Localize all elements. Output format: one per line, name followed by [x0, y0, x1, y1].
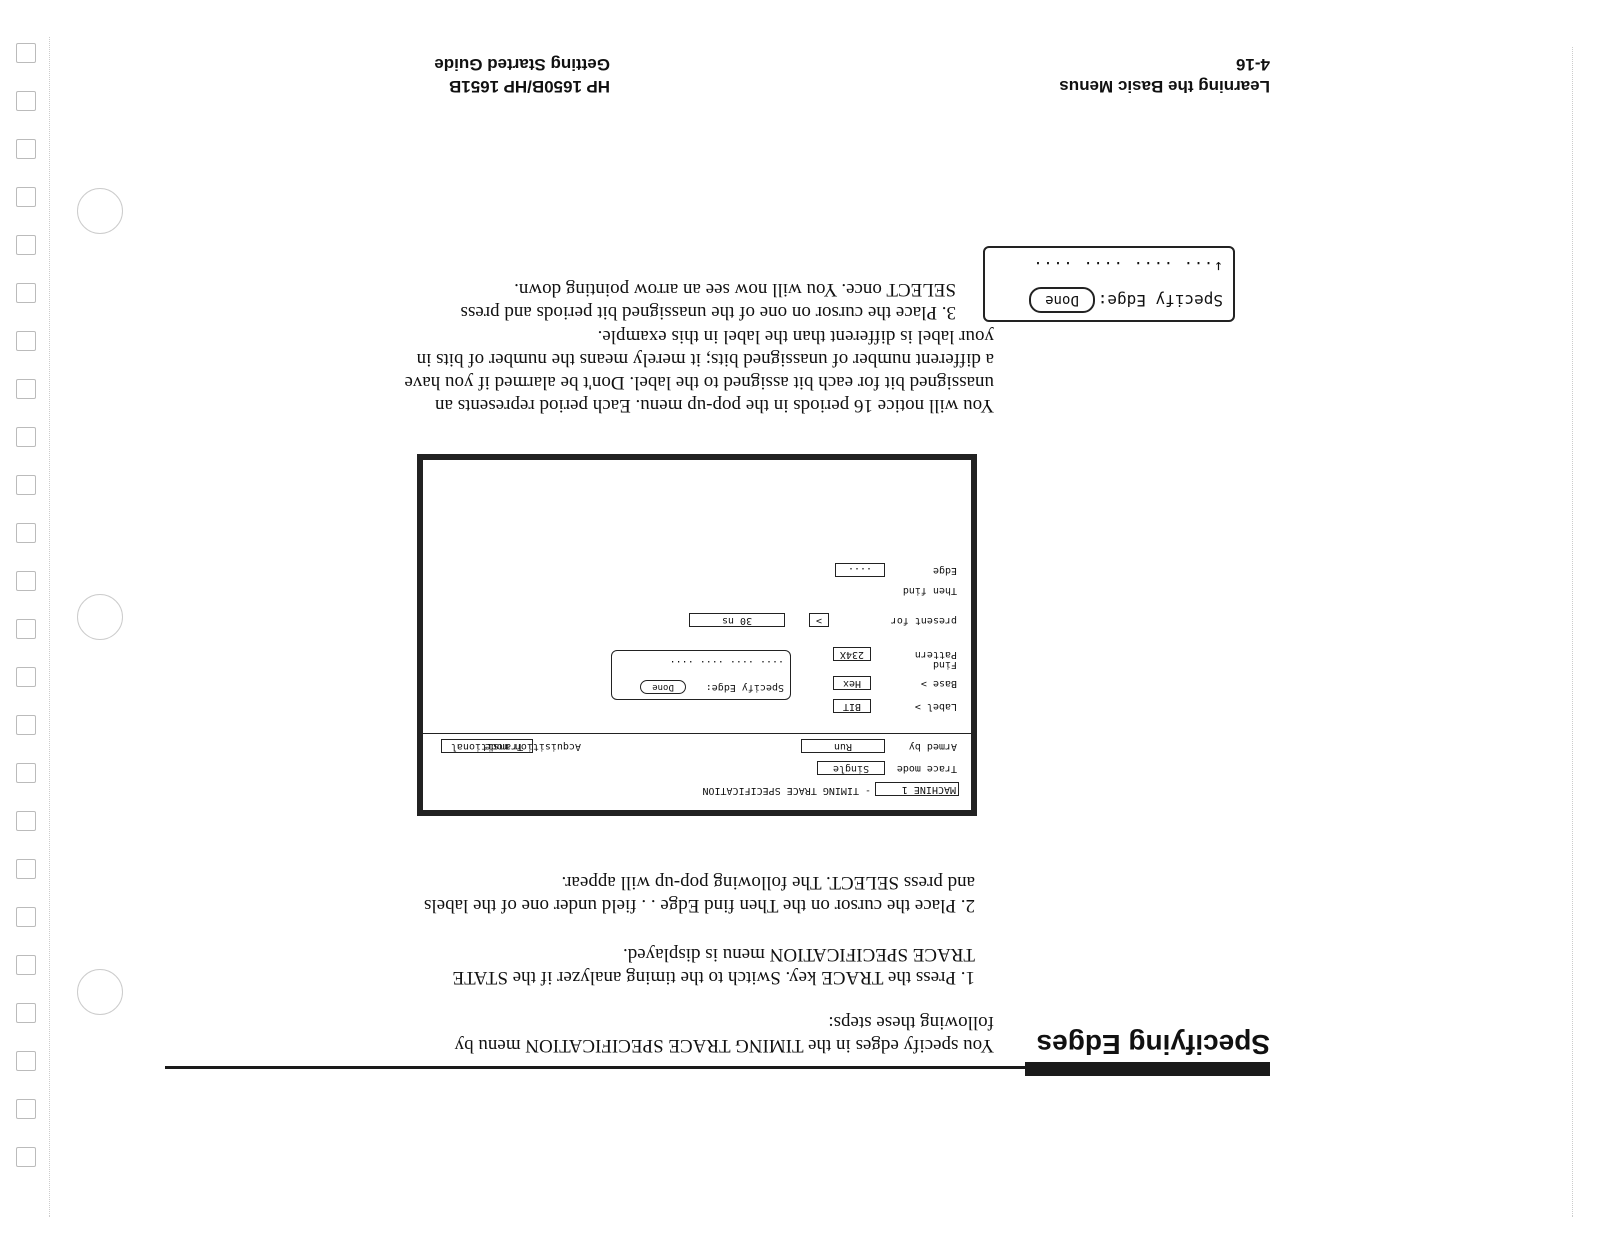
feed-hole [16, 379, 36, 399]
armed-by-label: Armed by [908, 741, 957, 752]
trace-mode-field[interactable]: Single [817, 761, 885, 775]
popup-label: Specify Edge: [1097, 291, 1223, 310]
edge-label: Edge [932, 565, 957, 576]
feed-hole [16, 859, 36, 879]
perforated-margin [8, 0, 78, 1237]
timing-trace-screen: MACHINE 1 - TIMING TRACE SPECIFICATION T… [417, 454, 977, 816]
pattern-field[interactable]: 234X [833, 647, 871, 661]
screen-popup-label: Specify Edge: [705, 682, 784, 693]
label-label: Label > [914, 701, 957, 712]
specify-edge-popup: Specify Edge: Done ↓... .... .... .... [983, 246, 1235, 322]
armed-by-field[interactable]: Run [801, 739, 885, 753]
feed-hole [16, 523, 36, 543]
base-label: Base > [920, 678, 957, 689]
feed-hole [16, 43, 36, 63]
feed-hole [16, 283, 36, 303]
feed-hole [16, 571, 36, 591]
feed-hole [16, 1099, 36, 1119]
label-field[interactable]: BIT [833, 699, 871, 713]
feed-hole [16, 667, 36, 687]
header-section-name: Learning the Basic Menus [1059, 77, 1270, 96]
feed-hole [16, 907, 36, 927]
feed-hole [16, 715, 36, 735]
feed-hole [16, 955, 36, 975]
feed-hole [16, 91, 36, 111]
pattern-label: Pattern [914, 649, 957, 660]
step-2: 2. Place the cursor on the Then find Edg… [423, 872, 975, 916]
margin-dotted-line [48, 37, 50, 1217]
trace-mode-label: Trace mode [896, 763, 957, 774]
base-field[interactable]: Hex [833, 676, 871, 690]
screen-popup-bits[interactable]: .... .... .... .... [669, 658, 784, 669]
section-rule-thin [165, 1066, 1025, 1069]
then-find-label: Then find [902, 585, 957, 596]
screen-divider [423, 733, 971, 734]
feed-hole [16, 619, 36, 639]
binder-hole [77, 188, 123, 234]
screen-done-button[interactable]: Done [640, 680, 686, 694]
feed-hole [16, 187, 36, 207]
step-3: 3. Place the cursor on one of the unassi… [460, 279, 956, 323]
done-button[interactable]: Done [1029, 287, 1095, 313]
edge-field[interactable]: .... [835, 563, 885, 577]
feed-hole [16, 1051, 36, 1071]
feed-hole [16, 139, 36, 159]
present-for-operator[interactable]: > [809, 613, 829, 627]
intro-paragraph: You specify edges in the TIMING TRACE SP… [454, 1012, 994, 1056]
binder-hole [77, 969, 123, 1015]
popup-bit-periods[interactable]: ↓... .... .... .... [1032, 258, 1223, 276]
feed-hole [16, 1147, 36, 1167]
feed-hole [16, 811, 36, 831]
page-edge-line [1571, 47, 1573, 1217]
find-label: Find [932, 659, 957, 670]
running-header-left: Learning the Basic Menus 4-16 [1059, 53, 1270, 97]
present-for-label: present for [890, 615, 957, 626]
binder-hole [77, 594, 123, 640]
header-page-number: 4-16 [1235, 55, 1270, 74]
feed-hole [16, 475, 36, 495]
section-title: Specifying Edges [1036, 1029, 1270, 1060]
screen-title: - TIMING TRACE SPECIFICATION [702, 785, 871, 796]
header-product: HP 1650B/HP 1651B [449, 77, 610, 96]
section-rule-thick [1025, 1062, 1270, 1076]
header-guide-name: Getting Started Guide [434, 55, 610, 74]
step-1: 1. Press the TRACE key. Switch to the ti… [452, 944, 975, 988]
running-header-right: HP 1650B/HP 1651B Getting Started Guide [370, 53, 610, 97]
machine-field[interactable]: MACHINE 1 [875, 782, 959, 796]
feed-hole [16, 1003, 36, 1023]
acquisition-mode-field[interactable]: Transitional [441, 739, 533, 753]
present-for-duration[interactable]: 30 ns [689, 613, 785, 627]
note-paragraph: You will notice 16 periods in the pop-up… [404, 326, 994, 416]
feed-hole [16, 331, 36, 351]
feed-hole [16, 235, 36, 255]
feed-hole [16, 427, 36, 447]
feed-hole [16, 763, 36, 783]
screen-specify-edge-popup: Specify Edge: Done .... .... .... .... [611, 650, 791, 700]
